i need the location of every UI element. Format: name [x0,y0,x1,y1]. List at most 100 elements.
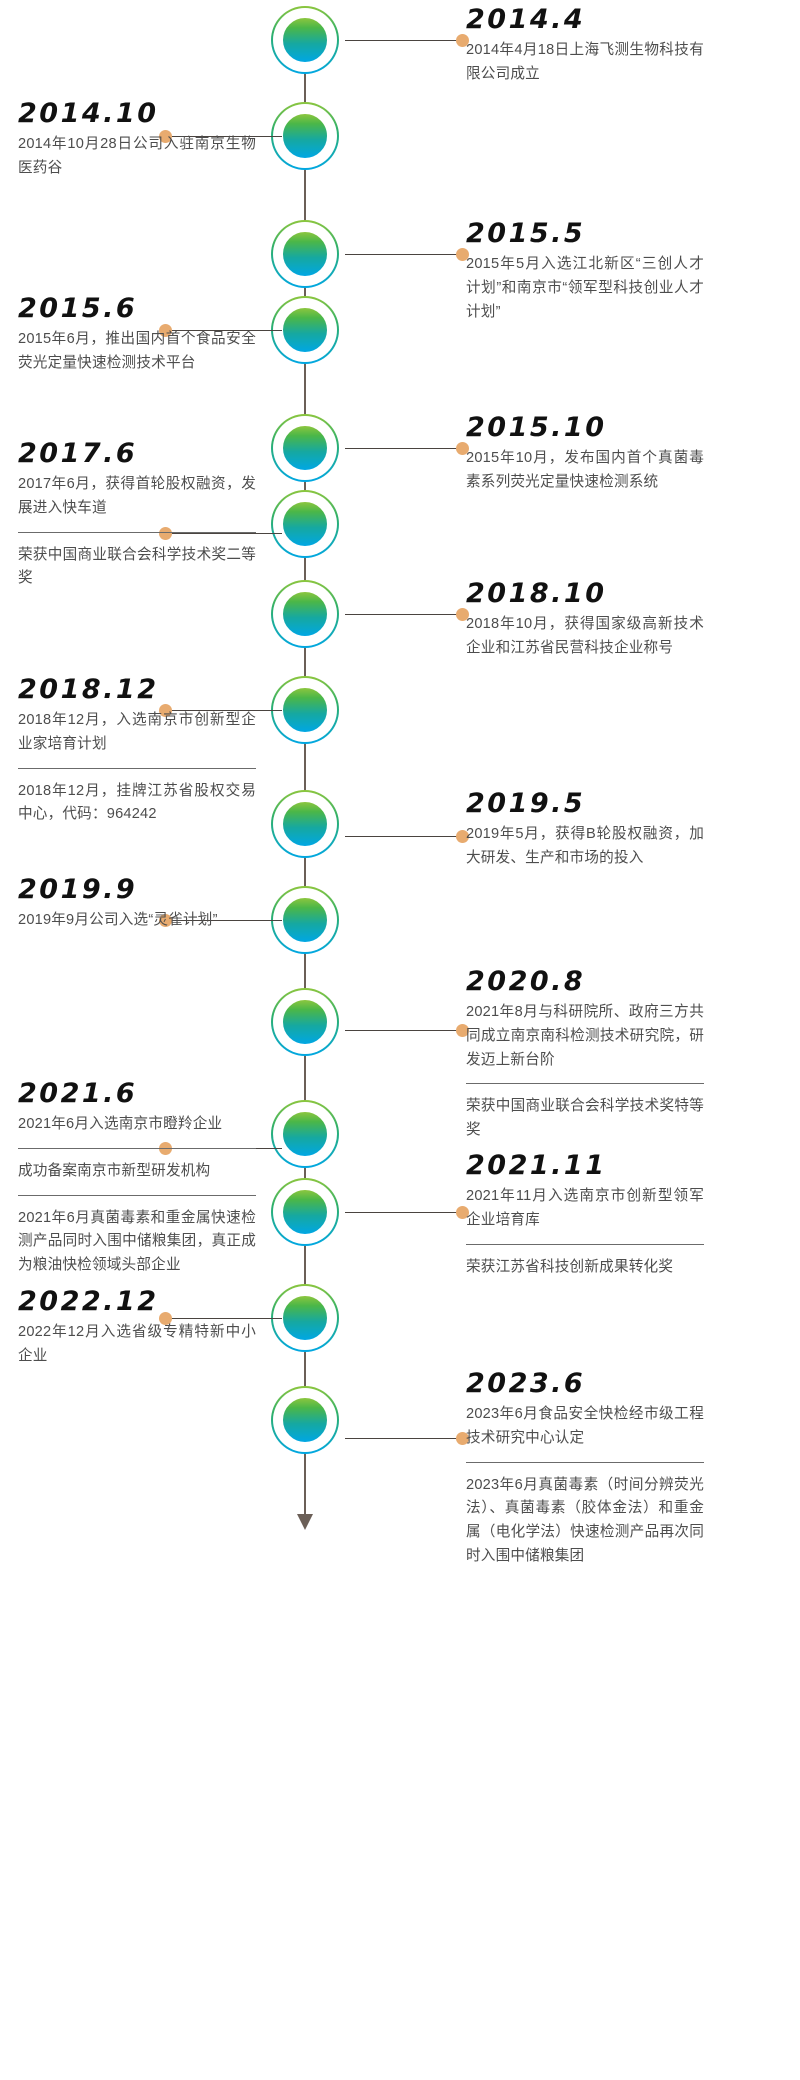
timeline-entry-2015-5: 2015.5 2015年5月入选江北新区“三创人才计划”和南京市“领军型科技创业人… [466,218,704,324]
timeline-entry-description: 2014年4月18日上海飞测生物科技有限公司成立 [466,42,704,82]
timeline-connector-dot [456,1024,469,1037]
timeline-entry-year: 2020.8 [466,966,586,997]
timeline-entry-description: 荣获中国商业联合会科学技术奖特等奖 [466,1098,704,1138]
timeline-node-2014-10[interactable] [277,108,333,164]
timeline-entry-divider [466,1461,704,1463]
timeline-connector-stem [165,1318,282,1319]
timeline-entry-2018-10: 2018.10 2018年10月，获得国家级高新技术企业和江苏省民营科技企业称号 [466,578,704,661]
timeline-entry-year: 2018.12 [18,674,159,705]
timeline-entry-2019-9: 2019.9 2019年9月公司入选“灵雀计划” [18,874,256,933]
timeline-connector-dot [456,1206,469,1219]
timeline-connector-dot [159,130,172,143]
timeline-entry-2023-6: 2023.6 2023年6月食品安全快检经市级工程技术研究中心认定 2023年6月真… [466,1368,704,1568]
timeline-connector-dot [159,914,172,927]
timeline-entry-2017-6: 2017.6 2017年6月，获得首轮股权融资，发展进入快车道荣获中国商业联合会科… [18,438,256,591]
timeline-connector-stem [345,836,462,837]
timeline-entry-divider [18,1194,256,1196]
timeline-connector-stem [345,40,462,41]
timeline-entry-description: 荣获中国商业联合会科学技术奖二等奖 [18,546,256,587]
timeline-entry-description: 2019年9月公司入选“灵雀计划” [18,912,218,929]
timeline-node-2023-6[interactable] [277,1392,333,1448]
timeline-node-2017-6[interactable] [277,496,333,552]
timeline-connector-stem [345,1212,462,1213]
timeline-entry-2021-6: 2021.6 2021年6月入选南京市瞪羚企业成功备案南京市新型研发机构 2021年… [18,1078,256,1278]
timeline-entry-description: 2021年8月与科研院所、政府三方共同成立南京南科检测技术研究院，研发迈上新台阶 [466,1004,704,1068]
timeline-entry-divider [466,1243,704,1245]
timeline-entry-description: 2015年5月入选江北新区“三创人才计划”和南京市“领军型科技创业人才计划” [466,256,704,320]
timeline-connector-stem [165,330,282,331]
timeline-entry-description: 2021年6月入选南京市瞪羚企业 [18,1116,223,1133]
timeline-connector-stem [165,710,282,711]
timeline-node-2015-10[interactable] [277,420,333,476]
timeline-connector-dot [456,830,469,843]
timeline-connector-dot [456,248,469,261]
timeline-node-2021-6[interactable] [277,1106,333,1162]
timeline-entry-year: 2021.11 [466,1150,607,1181]
timeline-entry-2020-8: 2020.8 2021年8月与科研院所、政府三方共同成立南京南科检测技术研究院，研… [466,966,704,1143]
timeline-connector-dot [456,442,469,455]
timeline-node-2019-9[interactable] [277,892,333,948]
timeline-connector-dot [159,324,172,337]
timeline-entry-description: 2018年10月，获得国家级高新技术企业和江苏省民营科技企业称号 [466,616,704,656]
timeline-connector-dot [456,1432,469,1445]
timeline-entry-year: 2018.10 [466,578,607,609]
timeline-entry-year: 2019.9 [18,874,138,905]
timeline-entry-divider [18,531,256,533]
timeline-connector-stem [165,533,282,534]
timeline-entry-year: 2017.6 [18,438,138,469]
timeline-connector-dot [159,704,172,717]
timeline-node-2015-5[interactable] [277,226,333,282]
timeline-entry-description: 2015年6月，推出国内首个食品安全荧光定量快速检测技术平台 [18,331,256,371]
timeline-node-2018-10[interactable] [277,586,333,642]
timeline-entry-year: 2022.12 [18,1286,159,1317]
timeline-node-2015-6[interactable] [277,302,333,358]
timeline-entry-description: 荣获江苏省科技创新成果转化奖 [466,1258,674,1275]
timeline-entry-year: 2015.10 [466,412,607,443]
timeline-entry-divider [466,1083,704,1085]
timeline-entry-description: 2023年6月真菌毒素（时间分辨荧光法）、真菌毒素（胶体金法）和重金属（电化学法… [466,1476,704,1564]
timeline-entry-description: 成功备案南京市新型研发机构 [18,1162,211,1179]
timeline-node-2020-8[interactable] [277,994,333,1050]
timeline-entry-description: 2023年6月食品安全快检经市级工程技术研究中心认定 [466,1406,704,1446]
timeline-entry-year: 2015.5 [466,218,586,249]
timeline-connector-stem [345,448,462,449]
timeline-entry-description: 2018年12月，挂牌江苏省股权交易中心，代码：964242 [18,782,256,823]
timeline-connector-stem [345,1438,462,1439]
timeline-entry-description: 2021年11月入选南京市创新型领军企业培育库 [466,1188,704,1228]
timeline-entry-2019-5: 2019.5 2019年5月，获得B轮股权融资，加大研发、生产和市场的投入 [466,788,704,871]
timeline-connector-dot [159,527,172,540]
timeline-connector-dot [159,1312,172,1325]
timeline-entry-description: 2015年10月，发布国内首个真菌毒素系列荧光定量快速检测系统 [466,450,704,490]
timeline-connector-dot [456,608,469,621]
timeline-entry-year: 2021.6 [18,1078,138,1109]
timeline-axis-line [304,40,306,1518]
timeline-entry-year: 2014.10 [18,98,159,129]
timeline-node-2022-12[interactable] [277,1290,333,1346]
timeline-entry-description: 2022年12月入选省级专精特新中小企业 [18,1324,256,1364]
timeline-connector-stem [165,920,282,921]
timeline-entry-year: 2014.4 [466,4,586,35]
timeline-entry-description: 2019年5月，获得B轮股权融资，加大研发、生产和市场的投入 [466,826,704,866]
timeline-connector-stem [345,1030,462,1031]
timeline-node-2019-5[interactable] [277,796,333,852]
timeline-entry-2014-4: 2014.4 2014年4月18日上海飞测生物科技有限公司成立 [466,4,704,87]
timeline-entry-2021-11: 2021.11 2021年11月入选南京市创新型领军企业培育库荣获江苏省科技创新成… [466,1150,704,1279]
timeline-connector-dot [456,34,469,47]
timeline-connector-stem [165,136,282,137]
timeline-node-2014-4[interactable] [277,12,333,68]
timeline-entry-divider [18,1147,256,1149]
timeline-entry-divider [18,767,256,769]
timeline-entry-2022-12: 2022.12 2022年12月入选省级专精特新中小企业 [18,1286,256,1369]
timeline-connector-stem [345,614,462,615]
timeline-node-2018-12[interactable] [277,682,333,738]
timeline-connector-stem [345,254,462,255]
timeline-entry-year: 2019.5 [466,788,586,819]
timeline-entry-description: 2021年6月真菌毒素和重金属快速检测产品同时入围中储粮集团，真正成为粮油快检领… [18,1209,256,1273]
timeline-entry-year: 2023.6 [466,1368,586,1399]
timeline-entry-description: 2017年6月，获得首轮股权融资，发展进入快车道 [18,476,256,516]
timeline-node-2021-11[interactable] [277,1184,333,1240]
